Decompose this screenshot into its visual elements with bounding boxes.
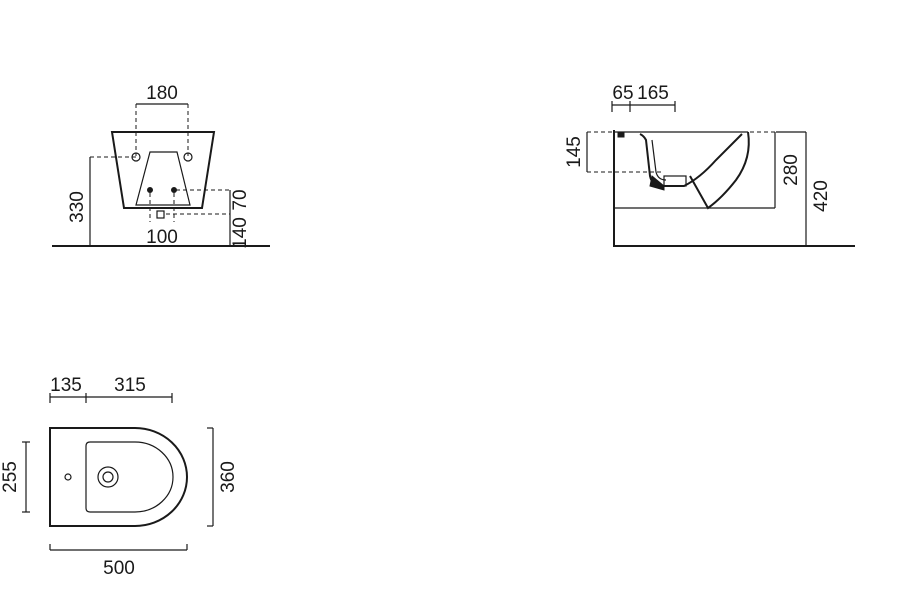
top-bowl-outline [85, 441, 174, 513]
side-dim-165-label: 165 [637, 83, 669, 104]
side-dim-420-label: 420 [811, 180, 832, 212]
front-water-inlet-left [147, 187, 153, 193]
front-dim-330-label: 330 [67, 191, 88, 223]
side-rim-hole [617, 131, 625, 138]
top-dim-500-label: 500 [103, 558, 135, 579]
side-drain-pipe [663, 175, 687, 187]
top-dim-315-label: 315 [114, 375, 146, 396]
side-bowl-outer [689, 131, 750, 210]
side-dim-65-label: 65 [612, 83, 633, 104]
front-water-inlet-right [171, 187, 177, 193]
top-view: 135 315 255 360 500 [0, 375, 239, 579]
top-drain-outer [97, 466, 119, 488]
top-dim-360-label: 360 [218, 461, 239, 493]
top-tap-hole [64, 473, 72, 481]
top-bidet-outline [49, 427, 188, 527]
front-dim-180-label: 180 [146, 83, 178, 104]
front-dim-140-label: 140 [230, 217, 251, 249]
front-dim-100-label: 100 [146, 227, 178, 248]
front-bidet-inner [135, 151, 191, 206]
side-dim-280-label: 280 [781, 154, 802, 186]
front-drain-marker [156, 210, 165, 219]
front-dim-70-label: 70 [230, 189, 251, 210]
top-dim-255-label: 255 [0, 461, 21, 493]
side-drain-solid [649, 175, 665, 191]
side-dim-145-label: 145 [564, 136, 585, 168]
side-view: 65 165 145 280 420 [564, 83, 855, 247]
top-dim-135-label: 135 [50, 375, 82, 396]
front-fixing-hole-right [183, 152, 193, 162]
side-inner-channel [651, 139, 667, 181]
top-drain-inner [102, 471, 114, 483]
front-bidet-outline [110, 131, 216, 209]
front-view: 180 330 70 140 100 [52, 83, 270, 249]
